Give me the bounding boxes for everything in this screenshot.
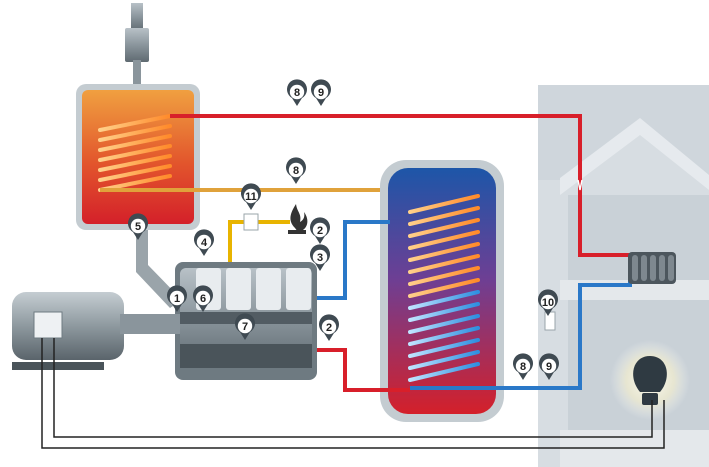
top-pipe-marker-b: 9 bbox=[311, 79, 331, 106]
marker-label: 8 bbox=[293, 165, 299, 177]
marker-label: 9 bbox=[546, 361, 552, 373]
marker-label: 11 bbox=[245, 191, 257, 203]
hot-outlet-marker-b: 3 bbox=[310, 244, 330, 271]
house-roof-edge bbox=[560, 118, 709, 195]
engine-block-marker: 6 bbox=[193, 285, 214, 312]
marker-label: 10 bbox=[542, 297, 554, 309]
marker-label: 1 bbox=[174, 293, 180, 305]
marker-label: 6 bbox=[200, 293, 206, 305]
marker-badge bbox=[313, 84, 329, 100]
light-bulb-icon bbox=[610, 340, 690, 420]
marker-label: 5 bbox=[135, 221, 141, 233]
gas-supply-pipe bbox=[228, 220, 290, 262]
house-pipe-marker-a: 8 bbox=[513, 353, 533, 380]
marker-label: 9 bbox=[318, 87, 324, 99]
marker-badge bbox=[288, 162, 304, 178]
marker-label: 2 bbox=[326, 322, 332, 334]
marker-label: 3 bbox=[317, 252, 323, 264]
storage-tank bbox=[380, 160, 504, 422]
marker-badge bbox=[130, 218, 146, 234]
return-pipe-marker: 2 bbox=[319, 314, 339, 341]
marker-label: 2 bbox=[317, 225, 323, 237]
power-wire-b bbox=[53, 338, 653, 438]
marker-badge bbox=[540, 294, 556, 310]
radiator-icon bbox=[628, 252, 676, 284]
exhaust-heat-exchanger bbox=[76, 84, 200, 230]
marker-label: 8 bbox=[520, 361, 526, 373]
gas-valve bbox=[243, 213, 259, 231]
house-valve-marker: 10 bbox=[538, 289, 558, 316]
flow-arrow-down bbox=[577, 179, 583, 191]
exchanger-coil bbox=[98, 114, 172, 192]
house bbox=[538, 85, 709, 467]
house-pipe-marker-b: 9 bbox=[539, 353, 559, 380]
marker-badge bbox=[195, 290, 211, 306]
marker-badge bbox=[541, 358, 557, 374]
marker-badge bbox=[312, 222, 328, 238]
gas-line-marker: 8 bbox=[286, 157, 307, 184]
coupling-marker: 1 bbox=[167, 285, 187, 312]
marker-layer: 5 4 1 6 7 11 8 8 9 2 3 2 10 8 9 bbox=[127, 79, 559, 380]
marker-label: 8 bbox=[294, 87, 300, 99]
hot-outlet-marker-a: 2 bbox=[310, 217, 330, 244]
gas-valve-marker: 11 bbox=[240, 183, 261, 210]
flame-icon bbox=[288, 204, 308, 234]
marker-badge bbox=[312, 249, 328, 265]
marker-badge bbox=[515, 358, 531, 374]
marker-badge bbox=[321, 319, 337, 335]
marker-badge bbox=[196, 234, 212, 250]
generator-icon bbox=[12, 292, 180, 370]
marker-badge bbox=[243, 188, 259, 204]
house-valve bbox=[544, 311, 556, 331]
marker-label: 7 bbox=[242, 321, 248, 333]
top-pipe-marker-a: 8 bbox=[287, 79, 307, 106]
marker-badge bbox=[237, 318, 253, 334]
marker-label: 4 bbox=[201, 237, 208, 249]
tank-coil bbox=[408, 194, 480, 382]
engine-cover-marker: 4 bbox=[194, 229, 214, 256]
marker-badge bbox=[169, 290, 185, 306]
marker-badge bbox=[289, 84, 305, 100]
crankshaft-marker: 7 bbox=[234, 313, 255, 340]
power-wire-a bbox=[41, 338, 665, 449]
hot-return-pipe bbox=[316, 348, 410, 392]
hot-pipe-top bbox=[170, 114, 630, 257]
exhaust-heat-exchanger-marker: 5 bbox=[127, 213, 148, 240]
cold-pipe-engine-to-tank bbox=[316, 220, 390, 300]
flue-stack bbox=[125, 3, 149, 86]
